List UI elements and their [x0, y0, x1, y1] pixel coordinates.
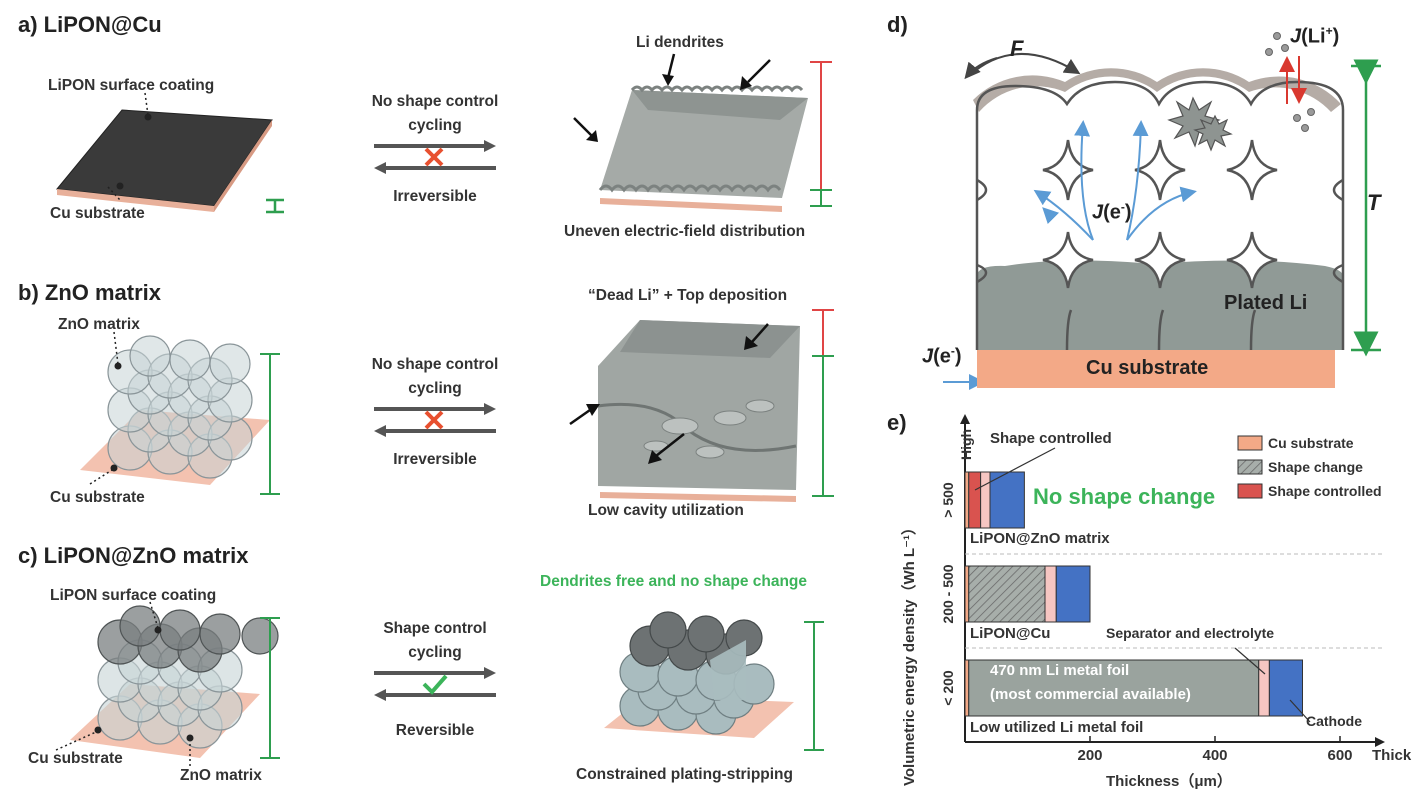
- li-dendrites-label: Li dendrites: [636, 34, 724, 51]
- annot-separator: Separator and electrolyte: [1106, 625, 1275, 641]
- x-axis-arrow: [1375, 737, 1385, 747]
- x-axis-title: Thickness（μm）: [1106, 773, 1232, 790]
- lipon-coating-label-c: LiPON surface coating: [50, 587, 217, 604]
- constrained-label: Constrained plating-stripping: [576, 766, 793, 783]
- bar-segment-cu-substrate: [964, 471, 970, 529]
- panel-a-title: a) LiPON@Cu: [18, 12, 162, 37]
- cathode-leader: [1289, 699, 1311, 723]
- y-category-label: < 200: [940, 670, 956, 706]
- y-axis-title: Volumetric energy density（Wh L⁻¹）: [901, 519, 918, 786]
- x-tick-label: 200: [1077, 747, 1102, 764]
- low-cavity-label: Low cavity utilization: [588, 502, 744, 519]
- bar-segment-separator-and-electrolyte: [980, 471, 991, 529]
- bar-segment-separator-and-electrolyte: [1258, 659, 1270, 717]
- panel-c-constrained-block: [604, 611, 824, 751]
- panel-b-process-mid: cycling: [408, 380, 462, 397]
- legend-swatch: [1237, 483, 1263, 499]
- panel-a-process-bottom: Irreversible: [393, 188, 477, 205]
- panel-e-title: e): [887, 410, 907, 435]
- row-label-li-foil: Low utilized Li metal foil: [970, 719, 1144, 736]
- annot-cathode: Cathode: [1306, 713, 1362, 729]
- e-flux-label: J(e-): [1092, 200, 1132, 224]
- legend-label: Shape controlled: [1268, 483, 1382, 499]
- x-tick-label: 600: [1327, 747, 1352, 764]
- panel-b-process-bottom: Irreversible: [393, 451, 477, 468]
- panel-a-lipon-cu-sheet: [56, 92, 284, 214]
- panel-a-arrows: [374, 140, 496, 174]
- panel-d-title: d): [887, 12, 908, 37]
- bar-segment-cathode: [1055, 565, 1091, 623]
- panel-c-process-bottom: Reversible: [395, 722, 475, 739]
- panel-c-lipon-zno-matrix: [55, 601, 280, 766]
- cu-substrate-label: Cu substrate: [50, 205, 145, 222]
- thickness-t-label: T: [1367, 190, 1381, 215]
- legend-label: Shape change: [1268, 459, 1363, 475]
- panel-d-schematic: [943, 32, 1381, 390]
- bar-segment-shape-controlled: [968, 471, 982, 529]
- panel-c-arrows: [374, 667, 496, 701]
- legend-swatch: [1237, 459, 1263, 475]
- zno-matrix-label-c: ZnO matrix: [180, 767, 262, 784]
- foil-text-2: (most commercial available): [990, 686, 1191, 703]
- lipon-coating-label: LiPON surface coating: [48, 77, 215, 94]
- x-tick-label: 400: [1202, 747, 1227, 764]
- separator-leader: [1234, 647, 1266, 675]
- panel-c-process-top: Shape control: [383, 620, 487, 637]
- bar-segment-cathode: [1268, 659, 1303, 717]
- cu-substrate-label-d: Cu substrate: [1086, 357, 1209, 379]
- panel-c-title: c) LiPON@ZnO matrix: [18, 543, 249, 568]
- plated-li-label: Plated Li: [1224, 292, 1308, 314]
- force-label: F: [1010, 36, 1024, 61]
- legend-label: Cu substrate: [1268, 435, 1354, 451]
- panel-b-arrows: [374, 403, 496, 437]
- legend-swatch: [1237, 435, 1263, 451]
- bar-segment-cu-substrate: [964, 659, 970, 717]
- shape-controlled-leader: [974, 447, 1056, 491]
- panel-b-deposit-block: [569, 309, 834, 502]
- cross-icon: [424, 147, 444, 167]
- bar-segment-li-metal-foil: [968, 659, 1260, 717]
- panel-c-process-mid: cycling: [408, 644, 462, 661]
- y-category-label: > 500: [940, 482, 956, 518]
- annot-no-shape-change: No shape change: [1033, 484, 1216, 509]
- panel-a-process-mid: cycling: [408, 117, 462, 134]
- bar-segment-cathode: [989, 471, 1025, 529]
- bar-segment-cu-substrate: [964, 565, 970, 623]
- dead-li-label: “Dead Li” + Top deposition: [588, 287, 788, 304]
- row-label-lipon-cu: LiPON@Cu: [970, 625, 1051, 642]
- x-end-thick-label: Thick: [1372, 747, 1412, 764]
- cu-substrate-label-b: Cu substrate: [50, 489, 145, 506]
- panel-b-title: b) ZnO matrix: [18, 280, 162, 305]
- e-flux-input-label: J(e-): [922, 344, 962, 368]
- annot-shape-controlled: Shape controlled: [990, 430, 1112, 447]
- dendrite-free-label: Dendrites free and no shape change: [540, 573, 808, 590]
- checkmark-icon: [422, 674, 448, 695]
- zno-matrix-label: ZnO matrix: [58, 316, 140, 333]
- bar-segment-separator-and-electrolyte: [1044, 565, 1057, 623]
- li-flux-label: J(Li+): [1290, 24, 1340, 48]
- cross-icon: [424, 410, 444, 430]
- dendrite-cluster-icon: [1167, 96, 1233, 152]
- panel-b-process-top: No shape control: [371, 356, 499, 373]
- foil-text-1: 470 nm Li metal foil: [990, 662, 1130, 679]
- panel-b-zno-matrix: [80, 331, 280, 495]
- bar-segment-shape-change: [968, 565, 1046, 623]
- cu-substrate-label-c: Cu substrate: [28, 750, 123, 767]
- y-top-high-label: High: [958, 428, 974, 460]
- panel-a-dendrite-block: [573, 53, 832, 212]
- y-category-label: 200 - 500: [940, 564, 956, 623]
- row-label-lipon-zno: LiPON@ZnO matrix: [970, 530, 1110, 547]
- y-axis-arrow: [960, 414, 970, 424]
- panel-e-chart: 200 400 600 > 500 200 - 500 < 200 Cu substrat…: [940, 414, 1385, 764]
- uneven-field-label: Uneven electric-field distribution: [564, 223, 806, 240]
- panel-a-process-top: No shape control: [371, 93, 499, 110]
